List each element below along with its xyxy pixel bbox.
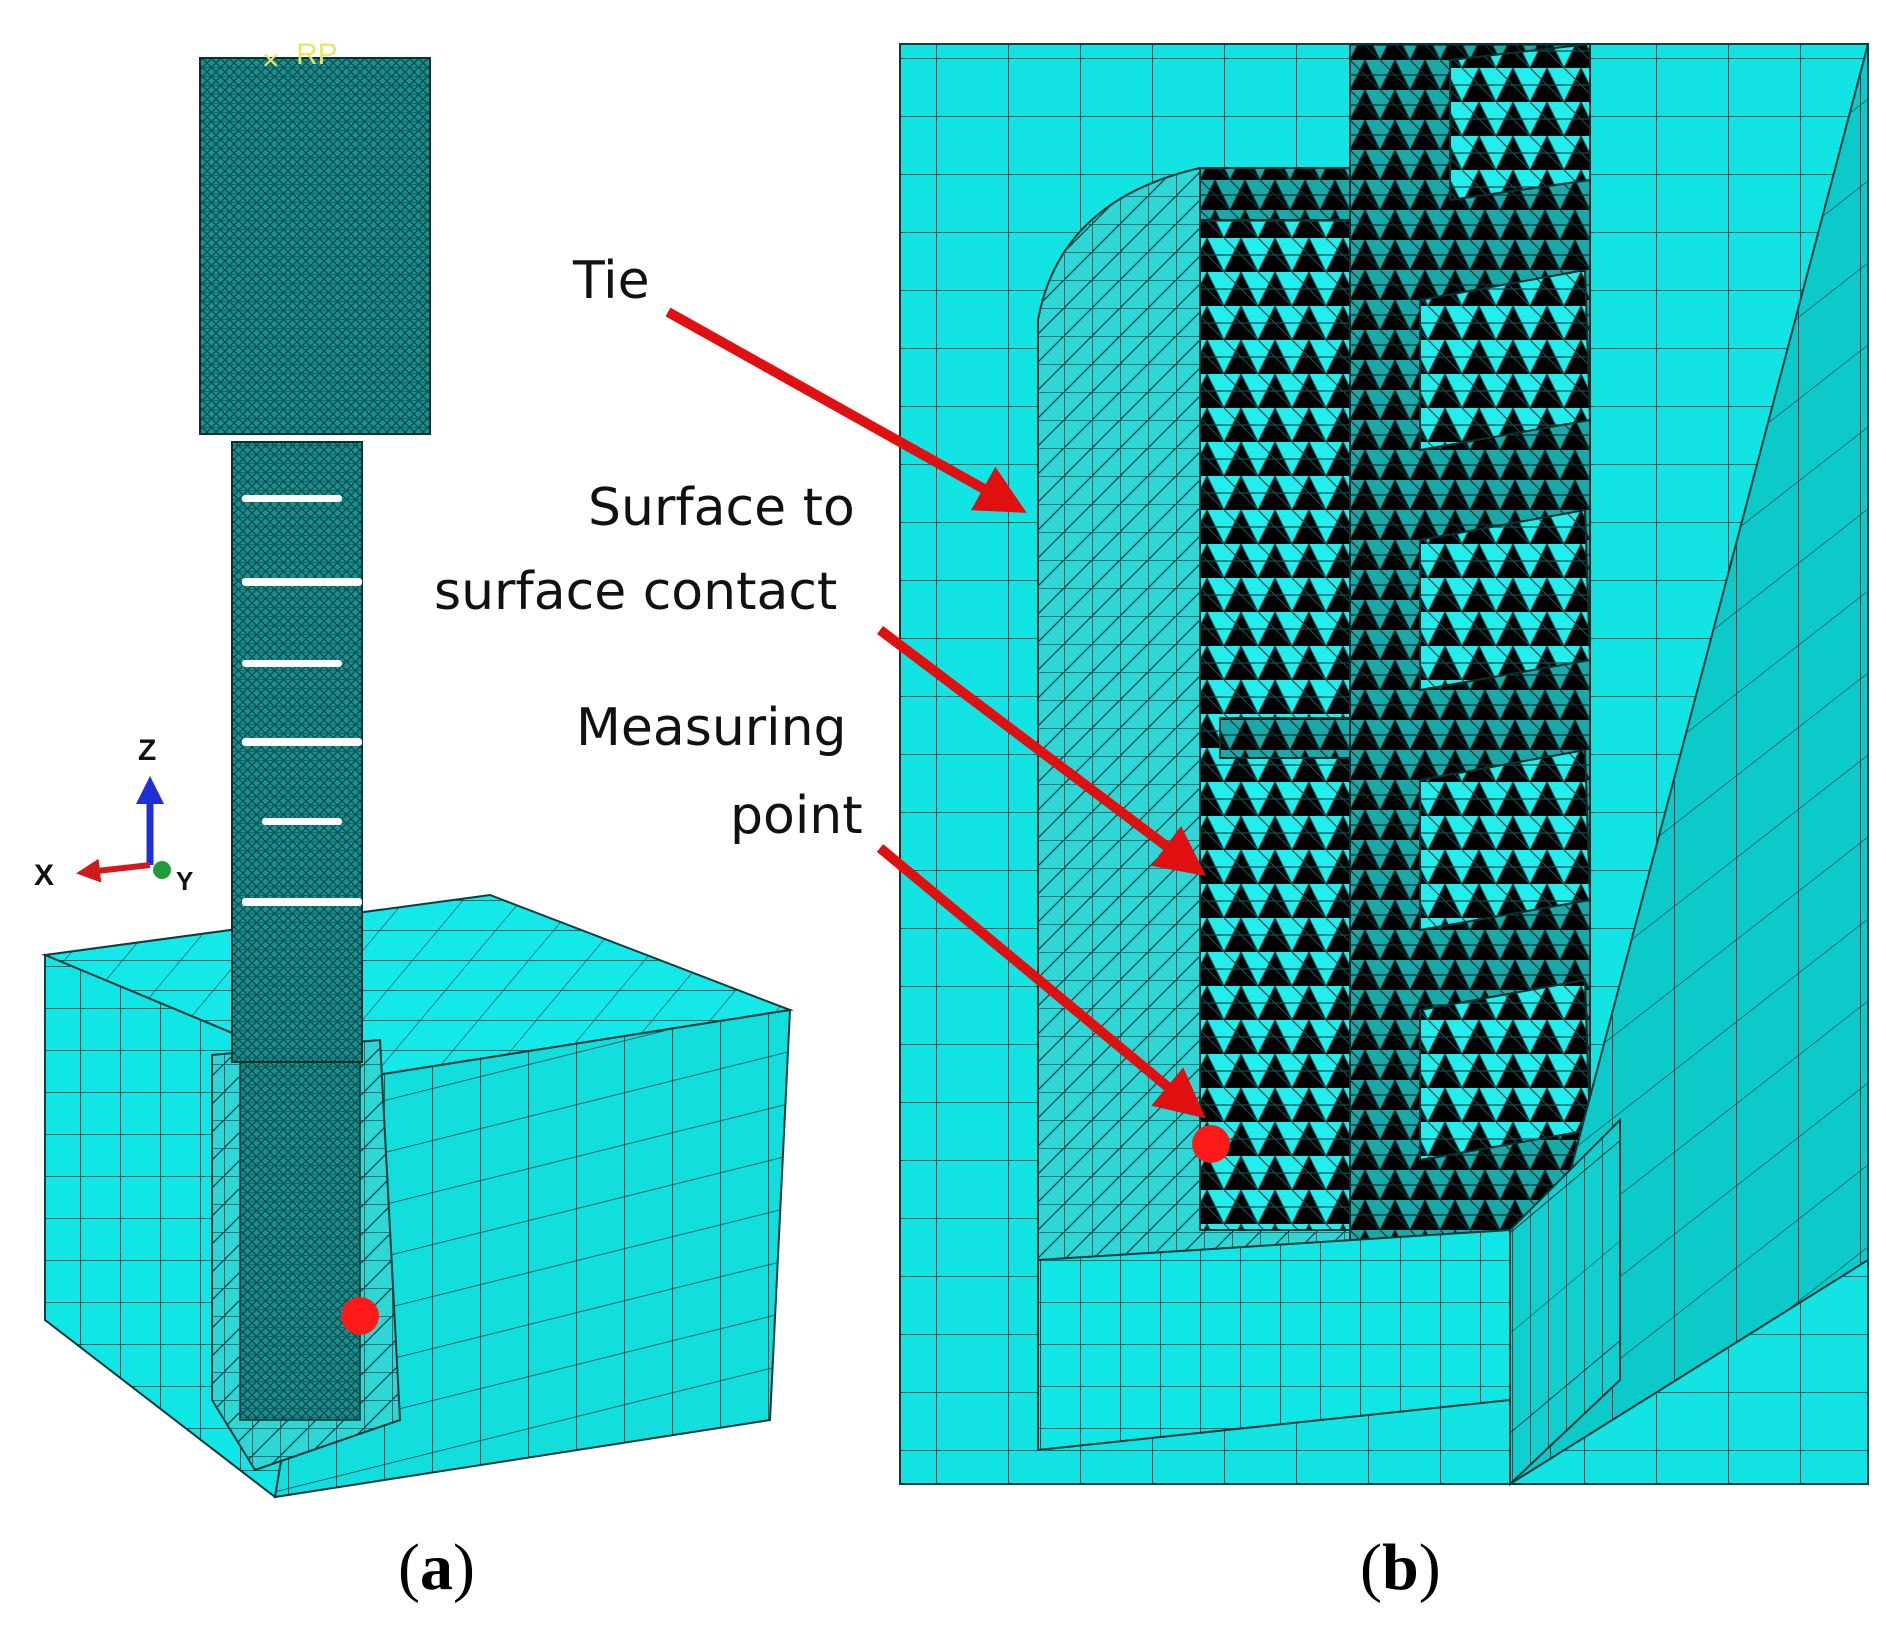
outer-stripe-face — [1509, 1117, 1621, 1487]
measuring-point-marker-b — [1192, 1125, 1230, 1163]
contact-band-upper — [1199, 167, 1351, 221]
panel-a-caption: (a) — [398, 1530, 475, 1606]
contact-label-line1: Surface to — [588, 478, 855, 538]
x-axis-label: X — [34, 859, 54, 892]
contact-arrow — [876, 626, 1206, 877]
reference-point-label: RP — [296, 38, 338, 71]
panel-a-caption-open: ( — [398, 1531, 420, 1604]
tie-label: Tie — [573, 251, 650, 311]
anchor-embedded-shank — [239, 1049, 361, 1421]
measuring-label-line2: point — [730, 786, 863, 846]
measuring-label-line1: Measuring — [576, 698, 847, 758]
bolt-shank — [231, 441, 363, 1063]
panel-a-caption-letter: a — [419, 1531, 453, 1604]
panel-a-model: RP × Z X Y — [34, 38, 794, 1499]
reference-point-marker: × — [262, 44, 280, 77]
contact-label-line2: surface contact — [434, 562, 838, 622]
panel-b-caption-open: ( — [1360, 1531, 1382, 1604]
y-axis-label: Y — [176, 866, 193, 896]
z-axis-label: Z — [138, 734, 156, 767]
contact-band-middle — [1219, 717, 1351, 759]
panel-a-caption-close: ) — [452, 1531, 475, 1604]
tie-arrow — [665, 307, 1027, 513]
thread-gaps — [242, 495, 362, 906]
y-axis-dot — [153, 861, 171, 879]
thread-teeth — [1419, 42, 1592, 1162]
bolt-head — [199, 57, 431, 435]
x-axis-arrow — [76, 858, 151, 883]
panel-b-caption-close: ) — [1418, 1531, 1441, 1604]
panel-b-caption-letter: b — [1381, 1531, 1419, 1604]
axis-triad: Z X Y — [34, 734, 193, 896]
measuring-arrow — [876, 844, 1206, 1119]
panel-b-caption: (b) — [1360, 1530, 1441, 1606]
panel-b-model — [665, 42, 1869, 1487]
measuring-point-marker-a — [341, 1297, 379, 1335]
